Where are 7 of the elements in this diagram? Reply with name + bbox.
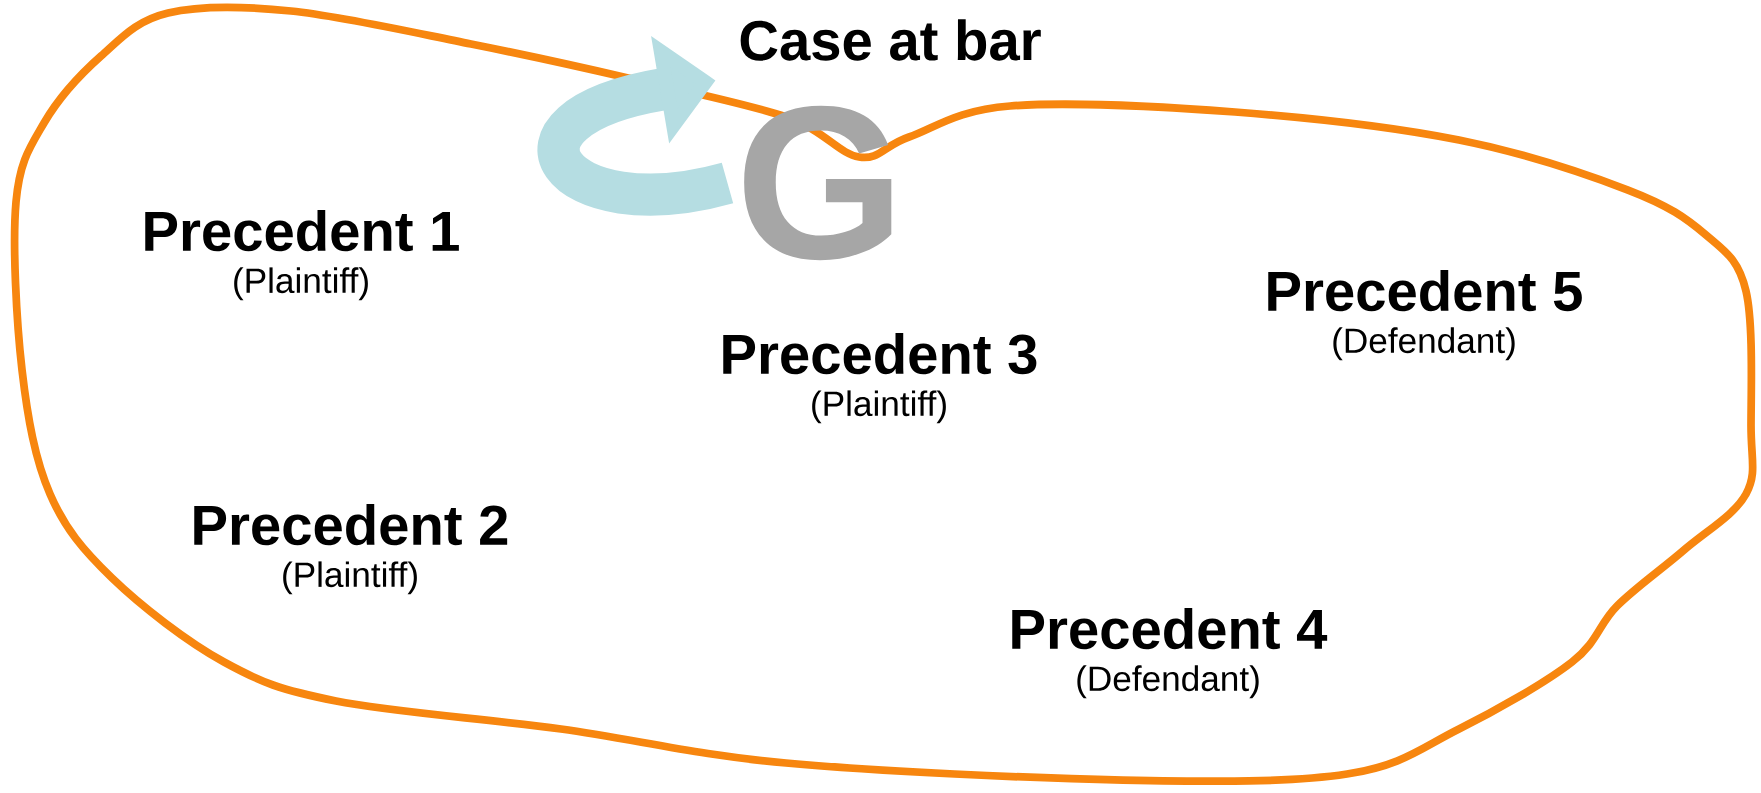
- precedent-label: Precedent 2 (Plaintiff): [194, 503, 508, 595]
- precedent-label: Precedent 1 (Plaintiff): [145, 209, 459, 301]
- precedent-label: Precedent 5 (Defendant): [1268, 269, 1582, 361]
- precedent-label: Precedent 3 (Plaintiff): [723, 332, 1037, 424]
- region-outline: [10, 3, 1757, 786]
- title-label: Case at bar: [740, 19, 1041, 61]
- precedent-label: Precedent 4 (Defendant): [1012, 607, 1328, 699]
